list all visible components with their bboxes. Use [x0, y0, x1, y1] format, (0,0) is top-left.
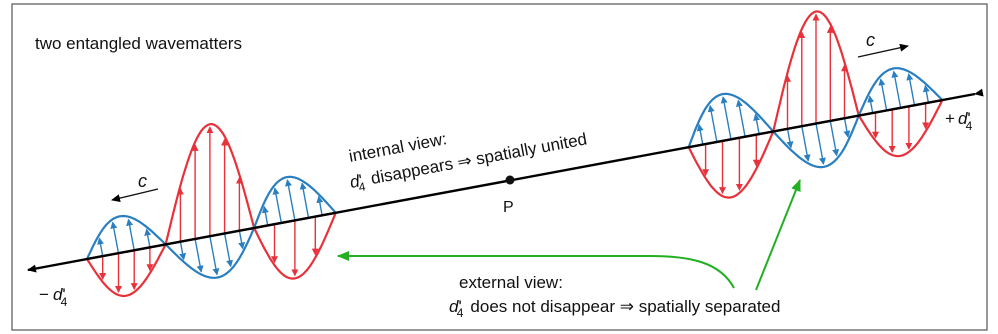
green-arrow-left [337, 251, 735, 289]
prime-mark: ' [458, 297, 461, 316]
plus-d4-label: +d'4 [945, 109, 973, 133]
external-view-line1: external view: [459, 273, 563, 292]
d-symbol: d [53, 285, 63, 304]
velocity-arrow-right [857, 43, 909, 58]
external-view-text: does not disappear ⇒ spatially separated [470, 297, 780, 316]
velocity-arrow-left [111, 188, 159, 203]
d4-axis [27, 88, 984, 273]
subscript-4: 4 [966, 119, 973, 133]
subscript-4: 4 [457, 306, 464, 320]
d-symbol: d [958, 109, 968, 128]
figure-title: two entangled wavematters [35, 34, 242, 53]
subscript-4: 4 [357, 179, 366, 194]
minus-d4-label: −d'4 [39, 285, 68, 309]
velocity-label-left: c [138, 171, 147, 191]
velocity-label-right: c [866, 30, 875, 50]
point-p [505, 175, 515, 185]
point-p-label: P [503, 199, 514, 216]
external-view-line2: d'4 does not disappear ⇒ spatially separa… [449, 297, 780, 320]
prime-mark: ' [358, 171, 365, 190]
d-symbol: d [348, 171, 361, 192]
d-symbol: d [449, 297, 459, 316]
minus-sign: − [39, 285, 49, 304]
plus-sign: + [945, 109, 955, 128]
green-arrow-right [755, 179, 801, 291]
prime-mark: ' [967, 109, 970, 128]
prime-mark: ' [62, 285, 65, 304]
subscript-4: 4 [61, 295, 68, 309]
